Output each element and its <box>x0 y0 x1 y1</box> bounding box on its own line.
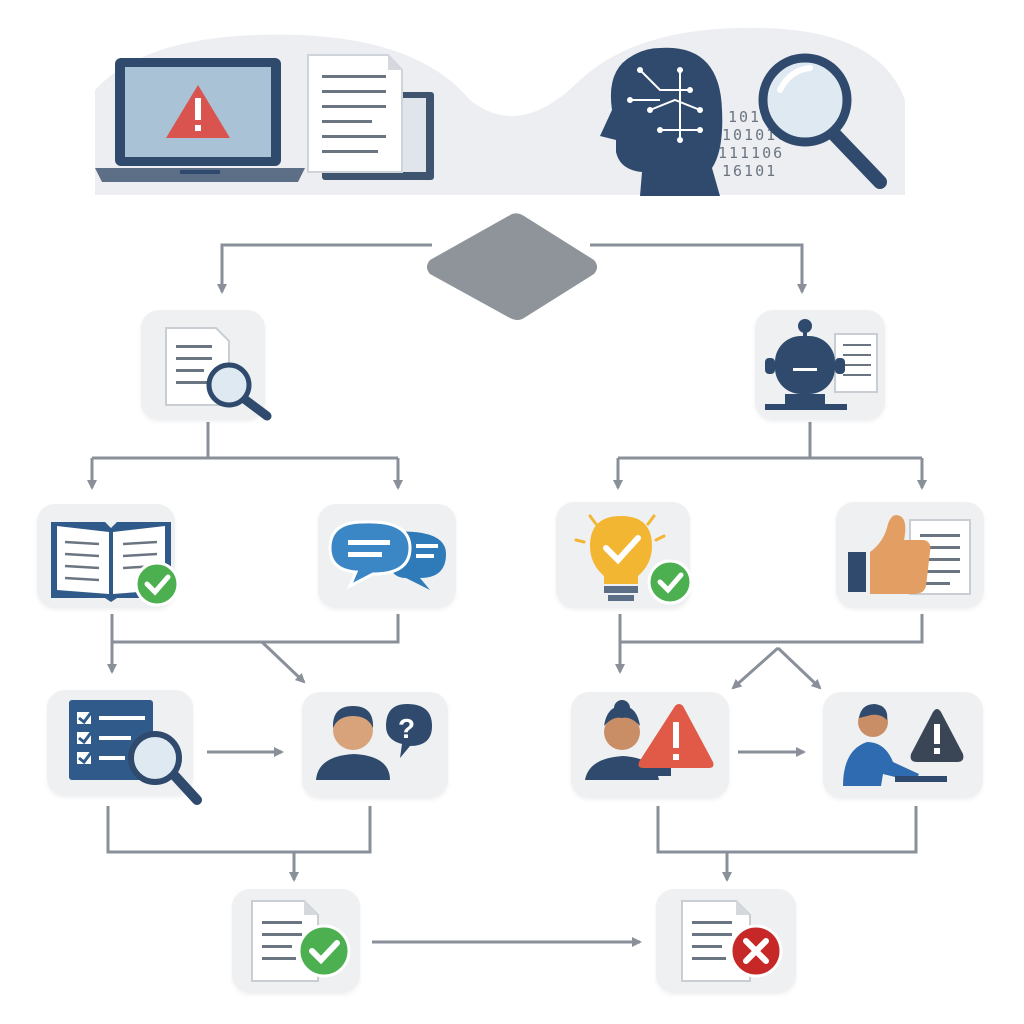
open-book-icon <box>51 522 180 607</box>
node-person-laptop-warning[interactable] <box>823 692 983 798</box>
binary-line: 16101 <box>722 162 777 180</box>
node-book-check[interactable] <box>37 504 180 608</box>
chat-bubbles-icon <box>328 520 446 590</box>
thumbs-up-icon <box>848 515 971 595</box>
robot-icon <box>765 319 878 410</box>
document-search-icon <box>165 327 272 421</box>
header-illustration: 1010 101010 111106 16101 <box>95 27 905 197</box>
checklist-search-icon <box>69 700 202 805</box>
person-question-icon: ? <box>316 704 432 780</box>
person-warning-icon <box>585 700 714 780</box>
svg-text:?: ? <box>398 713 415 744</box>
node-document-approved[interactable] <box>232 889 360 993</box>
node-checklist-search[interactable] <box>47 690 202 805</box>
document-approved-icon <box>251 900 351 982</box>
laptop-warning-icon <box>95 58 305 182</box>
magnifier-icon <box>758 53 887 189</box>
node-robot-document[interactable] <box>755 310 885 420</box>
node-chat-bubbles[interactable] <box>318 504 456 608</box>
binary-line: 1010 <box>728 108 772 126</box>
node-thumbs-up-document[interactable] <box>836 502 984 608</box>
lightbulb-icon <box>574 514 693 605</box>
node-document-search[interactable] <box>141 310 272 421</box>
ai-head-icon <box>600 47 723 197</box>
node-person-question[interactable]: ? <box>302 692 448 798</box>
node-lightbulb-check[interactable] <box>556 502 693 608</box>
person-laptop-warning-icon <box>843 704 964 786</box>
document-rejected-icon <box>681 900 783 982</box>
node-document-rejected[interactable] <box>656 889 796 993</box>
decision-diamond <box>427 213 597 320</box>
node-person-warning[interactable] <box>571 692 729 798</box>
binary-line: 111106 <box>718 144 784 162</box>
documents-icon <box>307 54 434 180</box>
